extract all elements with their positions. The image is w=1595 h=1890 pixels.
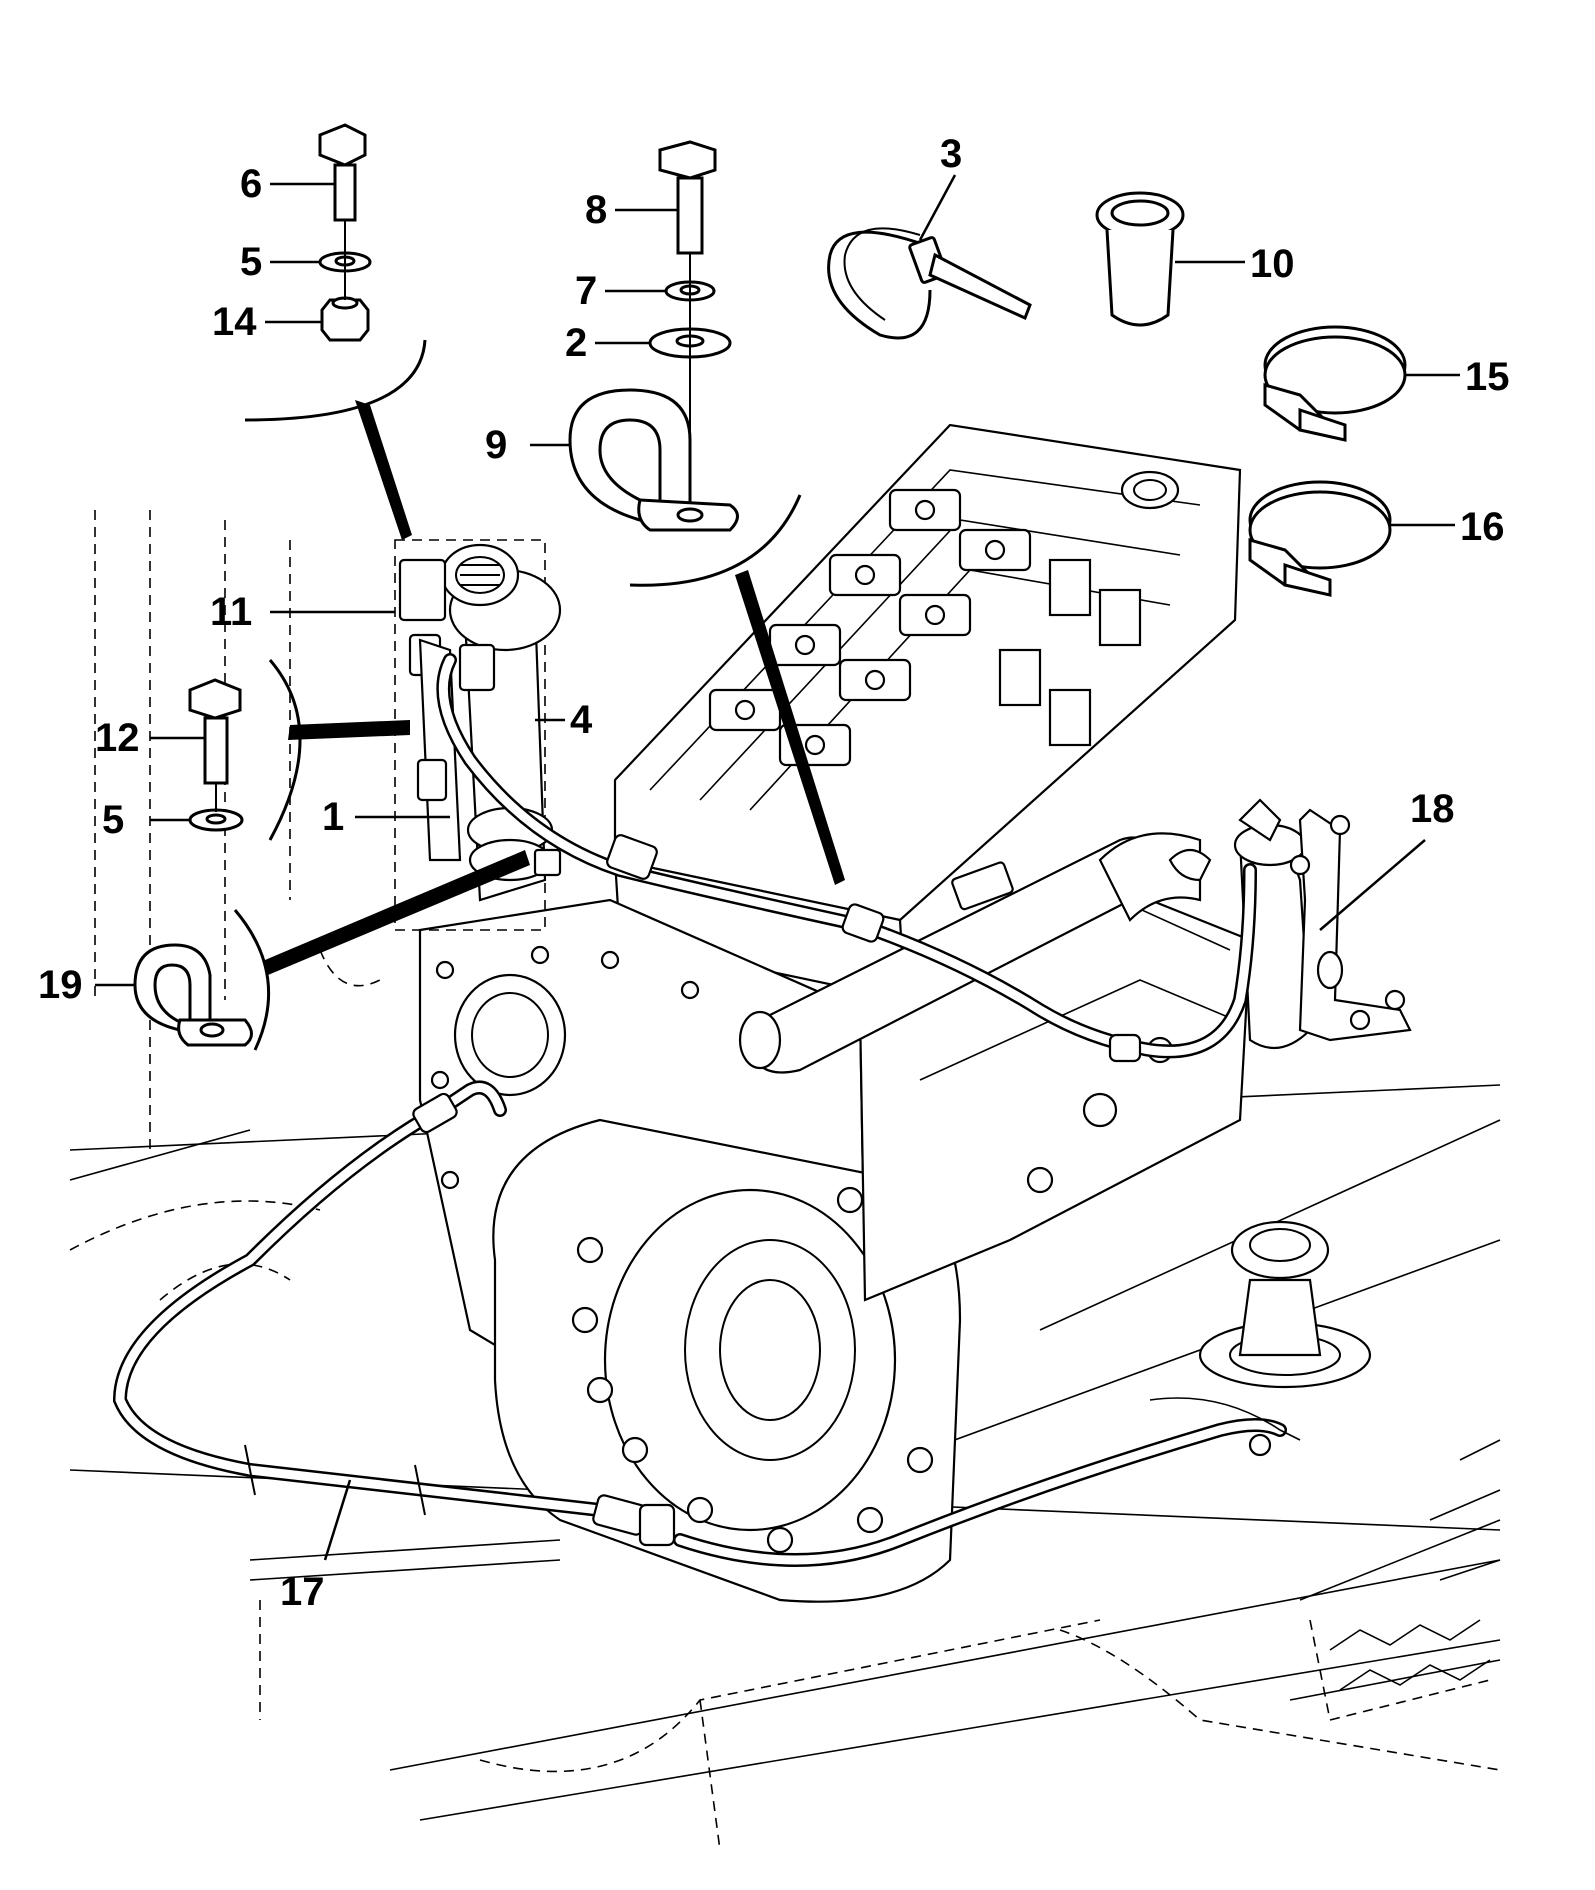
- callout-16: 16: [1460, 505, 1505, 549]
- valve-rockers: [708, 488, 1032, 767]
- callout-15: 15: [1465, 355, 1510, 399]
- callout-4: 4: [570, 698, 593, 742]
- part-5-washer-left: [188, 808, 244, 832]
- callout-8: 8: [585, 188, 607, 232]
- callout-10: 10: [1250, 242, 1295, 286]
- callout-3: 3: [940, 132, 962, 176]
- detail-callout-arcs: [233, 339, 845, 1051]
- part-15-hose-clamp: [1263, 325, 1407, 442]
- part-10-grommet: [1095, 191, 1185, 327]
- part-8-bolt: [658, 140, 717, 255]
- callout-5-top: 5: [240, 240, 262, 284]
- part-14-nut: [320, 296, 370, 342]
- leader-lines: [95, 174, 1460, 1561]
- callout-17: 17: [280, 1570, 325, 1614]
- callout-11: 11: [210, 590, 252, 634]
- callout-6: 6: [240, 162, 262, 206]
- callout-14: 14: [212, 300, 257, 344]
- fuel-hoses: [112, 653, 1287, 1567]
- part-19-p-clamp: [133, 943, 253, 1047]
- callout-12: 12: [95, 716, 140, 760]
- callout-labels: 6 5 14 8 7 2 9 3 10 15 16 11 4 12 5 1 19…: [38, 132, 1510, 1614]
- secondary-filter-bracket: [1168, 798, 1412, 1050]
- callout-5-left: 5: [102, 798, 124, 842]
- part-9-p-clamp: [568, 388, 739, 532]
- part-6-bolt: [318, 123, 367, 222]
- part-3-cable-tie: [827, 227, 1032, 340]
- part-12-bolt: [188, 678, 242, 785]
- callout-18: 18: [1410, 787, 1455, 831]
- callout-7: 7: [575, 269, 597, 313]
- fuel-tank-sender: [1149, 1220, 1372, 1457]
- callout-2: 2: [565, 321, 587, 365]
- callout-9: 9: [485, 423, 507, 467]
- callout-19: 19: [38, 963, 83, 1007]
- part-16-hose-clamp: [1248, 480, 1392, 597]
- callout-1: 1: [322, 795, 344, 839]
